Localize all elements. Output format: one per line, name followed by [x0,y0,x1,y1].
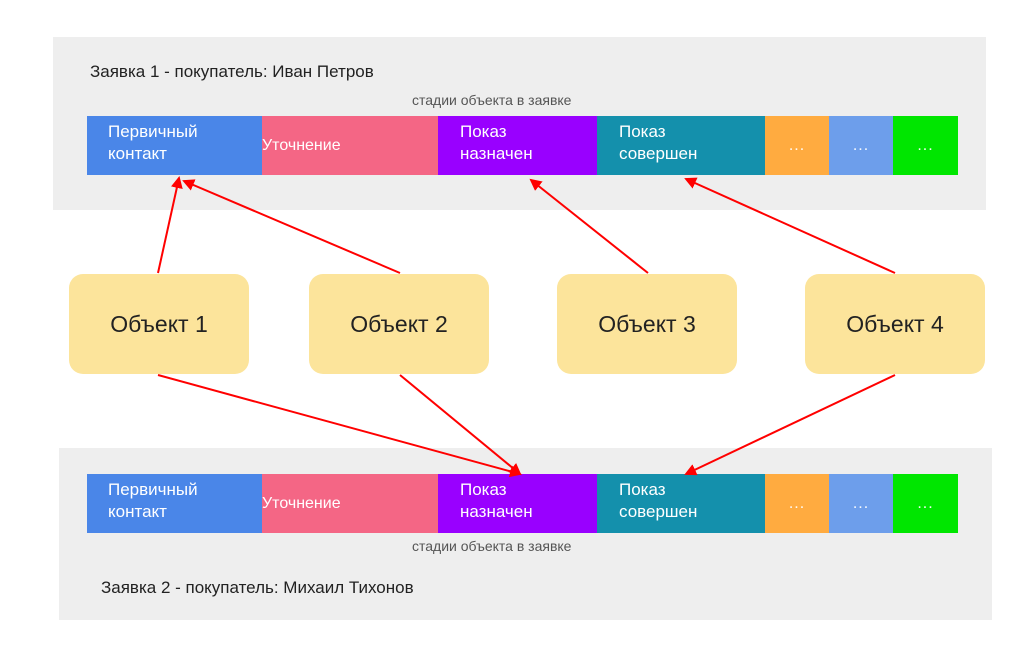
object-3-node: Объект 3 [557,274,737,374]
request-2-stage-showing-scheduled: Показ назначен [438,474,597,533]
request-2-stage-showing-completed: Показ совершен [597,474,765,533]
object-1-node: Объект 1 [69,274,249,374]
request-2-stage-clarification: Уточнение [262,474,438,533]
stage-label: Первичный контакт [108,122,198,163]
request-1-stage-primary-contact: Первичный контакт [87,116,262,175]
request-1-stage-showing-scheduled: Показ назначен [438,116,597,175]
stage-label: ... [917,494,934,512]
stage-label: ... [917,136,934,154]
stage-label: ... [788,136,806,154]
stage-label: Уточнение [262,494,341,512]
request-2-stage-more-1: ... [765,474,829,533]
request-2-stage-bar: Первичный контакт Уточнение Показ назнач… [87,474,958,533]
stage-label: Показ назначен [460,480,533,521]
stage-label: Показ совершен [619,122,698,163]
stage-label: ... [788,494,806,512]
request-2-title: Заявка 2 - покупатель: Михаил Тихонов [101,578,414,597]
request-2-stage-more-3: ... [893,474,958,533]
request-1-title: Заявка 1 - покупатель: Иван Петров [90,62,374,81]
request-1-stage-more-3: ... [893,116,958,175]
request-1-stage-more-1: ... [765,116,829,175]
request-2-stage-more-2: ... [829,474,893,533]
stage-label: ... [852,136,870,154]
request-1-stage-bar: Первичный контакт Уточнение Показ назнач… [87,116,958,175]
stage-label: Первичный контакт [108,480,198,521]
request-1-stage-showing-completed: Показ совершен [597,116,765,175]
request-1-stages-caption: стадии объекта в заявке [412,92,572,108]
request-1-stage-more-2: ... [829,116,893,175]
request-2-stages-caption: стадии объекта в заявке [412,538,572,554]
stage-label: Показ назначен [460,122,533,163]
object-2-node: Объект 2 [309,274,489,374]
stage-label: ... [852,494,870,512]
object-4-node: Объект 4 [805,274,985,374]
request-2-stage-primary-contact: Первичный контакт [87,474,262,533]
stage-label: Показ совершен [619,480,698,521]
request-1-stage-clarification: Уточнение [262,116,438,175]
stage-label: Уточнение [262,136,341,154]
